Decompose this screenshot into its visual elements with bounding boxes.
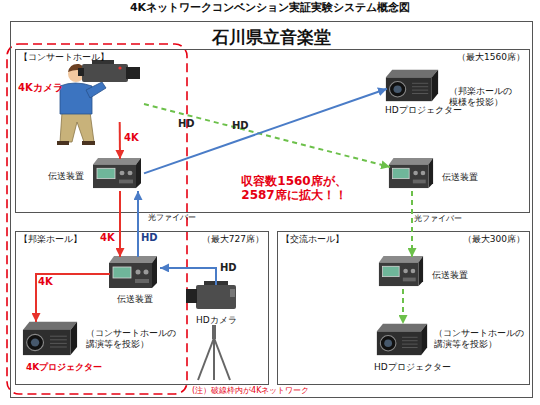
cameraman-figure — [82, 64, 128, 82]
projector-node: HDプロジェクター（邦楽ホールの模様を投影） — [387, 70, 441, 104]
signal-arrow — [411, 191, 413, 257]
cameraman-figure — [78, 68, 84, 76]
seat-count: （最大300席） — [463, 234, 525, 245]
device-label: HDカメラ — [196, 315, 237, 326]
signal-arrow — [144, 104, 390, 167]
signal-arrow — [402, 289, 404, 324]
signal-arrow — [36, 274, 110, 322]
seat-count: （最大727席） — [202, 234, 264, 245]
signal-arrow — [137, 191, 139, 257]
signal-arrow — [144, 89, 387, 174]
device-label: HDプロジェクター — [374, 362, 451, 373]
hd-camera-tripod — [186, 289, 197, 303]
hd-camera-tripod — [196, 285, 236, 309]
signal-arrow — [119, 191, 121, 257]
signal-label: HD — [178, 118, 195, 130]
device-label: 4Kプロジェクター — [26, 362, 102, 373]
transmitter-node: 伝送装置 — [94, 159, 144, 191]
transmitter-node: 伝送装置 — [110, 257, 160, 291]
hall-name: 【コンサートホール】 — [19, 52, 109, 63]
projector-icon — [23, 322, 77, 355]
note-text: (注）破線枠内が4Kネットワーク — [192, 386, 309, 396]
fiber-label: 光ファイバー — [148, 213, 196, 223]
transmitter-icon — [93, 158, 141, 188]
projector-icon — [377, 324, 427, 355]
hd-camera-tripod — [213, 338, 215, 380]
cameraman-figure — [57, 60, 140, 145]
device-label: 4Kカメラ — [18, 82, 63, 94]
hd-camera-tripod — [198, 338, 214, 380]
cameraman-figure — [60, 112, 94, 142]
diagram-title: 4Kネットワークコンベンション実証実験システム概念図 — [0, 1, 540, 14]
projector-node: HDプロジェクター（コンサートホールの講演等を投影） — [378, 324, 430, 358]
signal-label: 4K — [100, 232, 115, 244]
projector-node: 4Kプロジェクター（コンサートホールの講演等を投影） — [24, 322, 80, 358]
cameraman-figure — [60, 83, 92, 114]
hall-name: 【交流ホール】 — [281, 234, 344, 245]
projection-note: （コンサートホールの講演等を投影） — [434, 328, 527, 350]
cameraman-figure — [57, 141, 69, 145]
projector-icon — [386, 70, 438, 101]
hd-camera-tripod — [230, 289, 235, 297]
hd-camera-tripod — [186, 281, 236, 380]
device-label: 伝送装置 — [48, 171, 84, 182]
signal-arrow — [119, 122, 121, 159]
transmitter-icon — [109, 256, 157, 288]
hall-box: 【邦楽ホール】（最大727席）伝送装置4Kプロジェクター（コンサートホールの講演… — [15, 231, 269, 385]
hd-camera-tripod — [212, 325, 216, 339]
cameraman-figure — [82, 141, 95, 145]
fiber-label: 光ファイバー — [414, 214, 462, 224]
projection-note: （コンサートホールの講演等を投影） — [86, 328, 179, 350]
signal-arrow — [160, 268, 216, 285]
device-label: 伝送装置 — [432, 270, 468, 281]
signal-label: HD — [141, 232, 158, 244]
camera-node: HDカメラ — [192, 285, 240, 313]
device-label: 伝送装置 — [117, 294, 153, 305]
hd-camera-tripod — [214, 338, 230, 380]
hall-name: 【邦楽ホール】 — [19, 234, 82, 245]
transmitter-icon — [379, 256, 423, 286]
cameraman-figure — [118, 66, 121, 69]
camera-node: 4Kカメラ — [54, 62, 144, 122]
callout-text: 収容数1560席が、 2587席に拡大！！ — [226, 174, 362, 203]
transmitter-node: 伝送装置 — [380, 257, 426, 289]
device-label: 伝送装置 — [442, 172, 478, 183]
signal-label: 4K — [124, 132, 139, 144]
building-frame: 石川県立音楽堂【コンサートホール】 （最大1560席） 4Kカメラ伝送装置 HDプロジ… — [10, 21, 533, 398]
transmitter-icon — [389, 158, 433, 188]
transmitter-node: 伝送装置 — [390, 159, 436, 191]
projection-note: （邦楽ホールの模様を投影） — [449, 86, 515, 108]
seat-count: （最大1560席） — [457, 52, 525, 63]
signal-label: HD — [232, 120, 249, 132]
cameraman-figure — [86, 82, 106, 98]
signal-label: HD — [220, 262, 237, 274]
cameraman-figure — [126, 67, 140, 79]
signal-label: 4K — [38, 276, 53, 288]
building-name: 石川県立音楽堂 — [11, 27, 532, 47]
